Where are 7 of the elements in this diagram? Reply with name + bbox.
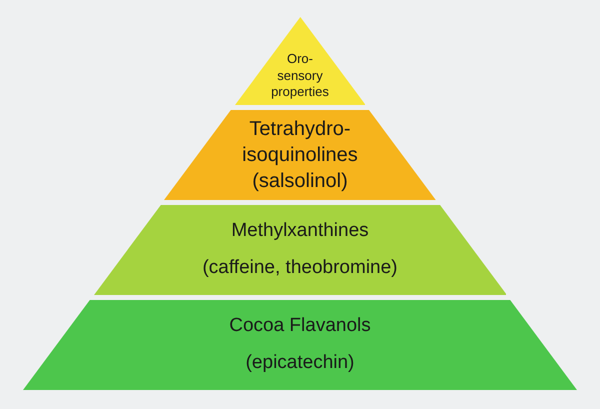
tier-label: Cocoa Flavanols	[229, 314, 371, 338]
tier-label: (salsolinol)	[252, 169, 348, 194]
tier-label: Methylxanthines	[231, 219, 369, 244]
tier-label: Oro-sensory properties	[270, 50, 330, 102]
tier-label: (epicatechin)	[246, 351, 354, 375]
tier-label: (caffeine, theobromine)	[202, 256, 398, 280]
tier-label: Tetrahydro-isoquinolines	[241, 117, 359, 168]
